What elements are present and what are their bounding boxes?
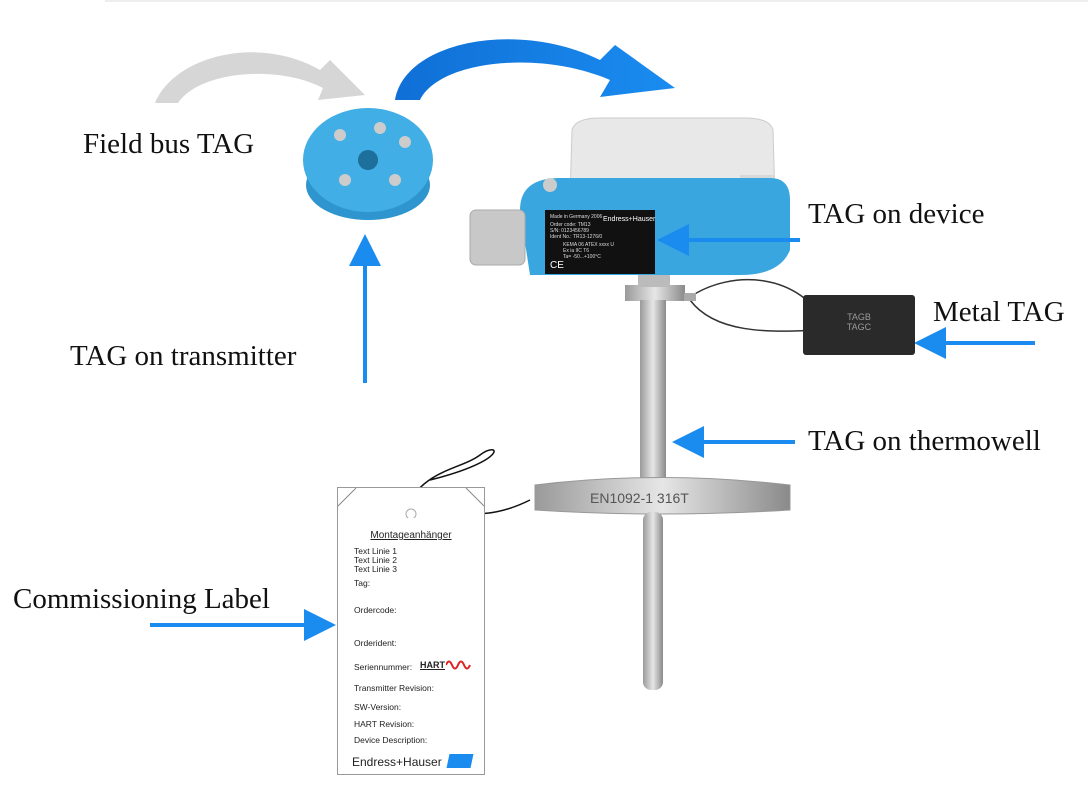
label-corner-cuts (338, 488, 484, 518)
nameplate-line: Made in Germany 2006 (550, 214, 603, 220)
label-field: Device Description: (354, 735, 428, 745)
label-field: HART Revision: (354, 719, 415, 729)
label-field: Tag: (354, 578, 371, 588)
eh-logo (446, 754, 474, 768)
gray-curved-arrow (155, 52, 365, 103)
label-field: Ordercode: (354, 605, 397, 615)
nameplate-line: Ta= -50...+100°C (563, 254, 601, 260)
metal-tag-line: TAGC (846, 322, 872, 332)
hart-wave-icon (446, 660, 471, 670)
label-field: SW-Version: (354, 702, 402, 712)
hart-logo: HART (420, 660, 445, 670)
label-field: Seriennummer: (354, 662, 413, 672)
blue-curved-arrow (395, 39, 675, 100)
transmitter-image (303, 108, 433, 220)
metal-tag-line: TAGB (847, 312, 871, 322)
caption-tag-on-device: TAG on device (808, 198, 985, 230)
flange-marking: EN1092-1 316T (590, 490, 689, 506)
label-text-line: Text Linie 3 (354, 564, 397, 574)
nameplate-line: Ident No.: TR13-1276/0 (550, 234, 603, 240)
nameplate-brand: Endress+Hauser (603, 216, 656, 223)
label-field: Transmitter Revision: (354, 683, 434, 693)
label-field: Orderident: (354, 638, 397, 648)
label-text-line: Text Linie 2 (354, 555, 397, 565)
label-brand: Endress+Hauser (352, 755, 442, 769)
commissioning-label-card: Montageanhänger Text Linie 1 Text Linie … (337, 487, 485, 775)
label-text-line: Text Linie 1 (354, 546, 397, 556)
label-title: Montageanhänger (370, 530, 452, 541)
device-nameplate: Endress+Hauser Made in Germany 2006 Orde… (545, 210, 655, 274)
caption-tag-on-thermowell: TAG on thermowell (808, 425, 1041, 457)
caption-field-bus-tag: Field bus TAG (83, 128, 255, 160)
nameplate-line: Order code: TM13 (550, 222, 591, 228)
nameplate-line: Ex ia IIC T6 (563, 248, 590, 254)
thermometer-device-image (469, 117, 831, 690)
nameplate-line: KEMA 06 ATEX xxxx U (563, 242, 615, 248)
nameplate-line: S/N: 0123456789 (550, 228, 589, 234)
caption-metal-tag: Metal TAG (933, 296, 1065, 328)
ce-mark: CE (550, 260, 564, 271)
caption-commissioning-label: Commissioning Label (13, 583, 270, 615)
metal-tag-plate: TAGB TAGC (803, 295, 915, 355)
caption-tag-on-transmitter: TAG on transmitter (70, 340, 297, 372)
